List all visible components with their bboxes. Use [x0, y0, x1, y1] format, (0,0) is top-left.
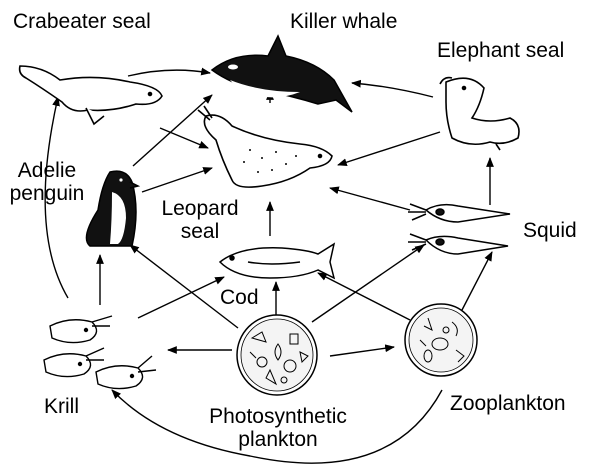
photosynthetic-plankton-icon [237, 315, 317, 395]
squid-icon [408, 204, 510, 254]
arrow-krill-to-cod [138, 277, 224, 318]
arrow-crabeater-to-leopard [160, 128, 208, 148]
adelie-penguin-label-line2: penguin [6, 183, 88, 205]
elephant-seal-icon [440, 78, 519, 150]
arrow-elephant-to-killer-whale [352, 83, 433, 97]
krill-label: Krill [44, 396, 79, 418]
adelie-penguin-label-line1: Adelie [6, 160, 88, 182]
leopard-seal-icon [198, 106, 332, 187]
leopard-seal-label-line2: seal [160, 221, 240, 243]
crabeater-seal-label: Crabeater seal [13, 11, 151, 33]
leopard-seal-label-line1: Leopard [160, 198, 240, 220]
cod-label: Cod [220, 287, 259, 309]
arrow-elephant-to-leopard [338, 132, 440, 165]
cod-icon [220, 244, 334, 278]
arrow-squid-to-leopard [330, 188, 410, 210]
arrow-crabeater-to-killer-whale [128, 70, 210, 76]
crabeater-seal-icon [20, 66, 162, 124]
arrow-penguin-to-leopard [142, 168, 212, 192]
zooplankton-label: Zooplankton [450, 393, 566, 415]
squid-label: Squid [523, 220, 577, 242]
photosynthetic-plankton-label-line1: Photosynthetic [188, 406, 368, 428]
adelie-penguin-icon [86, 171, 138, 246]
arrow-zooplankton-to-squid [462, 252, 492, 310]
killer-whale-icon [212, 36, 352, 112]
arrow-penguin-to-killer-whale [133, 95, 212, 166]
killer-whale-label: Killer whale [290, 11, 397, 33]
elephant-seal-label: Elephant seal [437, 40, 564, 62]
zooplankton-icon [405, 304, 477, 376]
photosynthetic-plankton-label-line2: plankton [188, 429, 368, 451]
arrow-zooplankton-to-cod [318, 273, 410, 320]
arrow-phyto-to-zooplankton [330, 347, 394, 356]
krill-icon [44, 316, 156, 389]
